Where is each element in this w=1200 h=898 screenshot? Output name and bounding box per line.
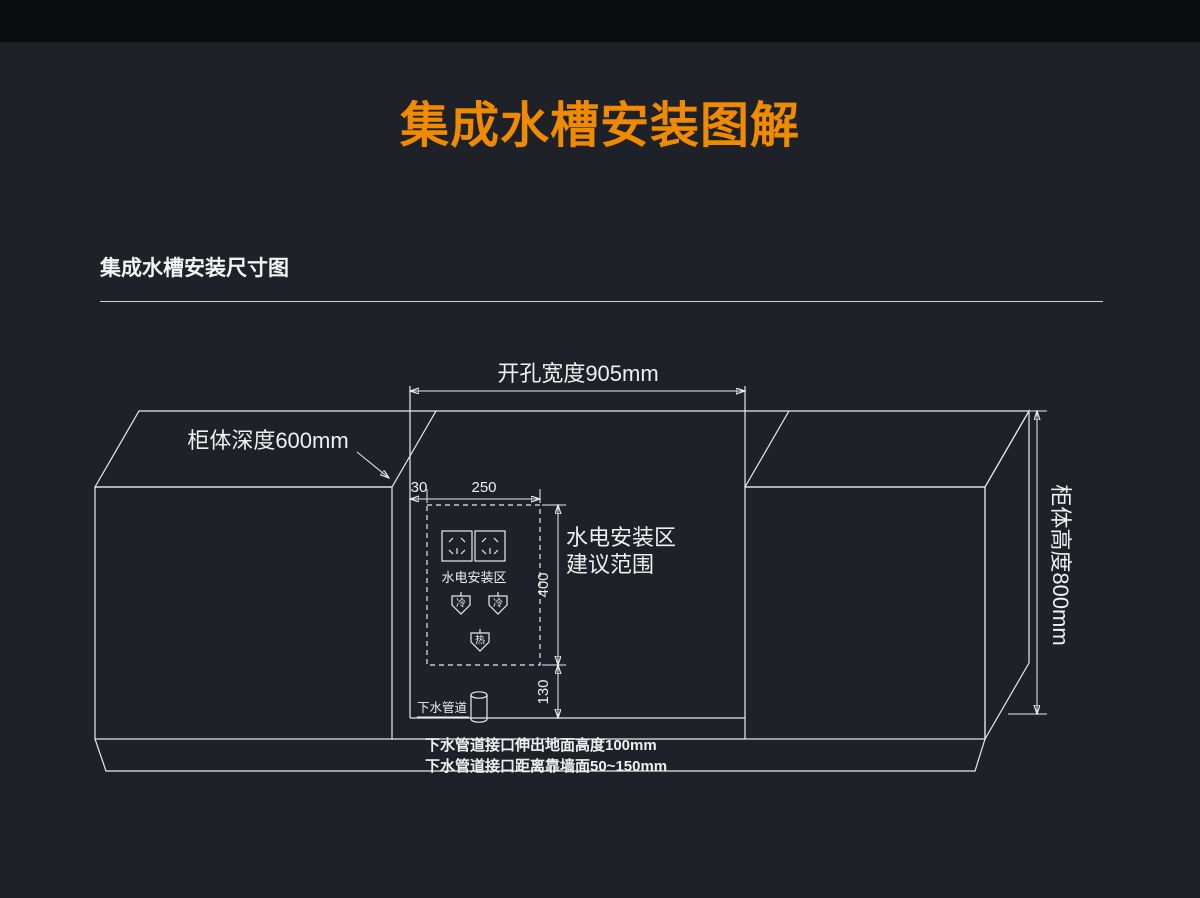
power-socket-left-icon — [441, 530, 473, 562]
right-cabinet-top-face — [743, 410, 1031, 488]
cold-valve-label: 冷 — [493, 597, 503, 610]
offset-250-label: 250 — [471, 479, 496, 496]
drain-pipe-label: 下水管道 — [417, 700, 468, 715]
zone-note-line2: 建议范围 — [566, 552, 654, 577]
zone-note-line1: 水电安装区 — [566, 525, 676, 550]
cold-valve-label: 冷 — [456, 597, 466, 610]
cold-valve-right-icon: 冷 — [488, 592, 508, 615]
top-dark-band — [0, 0, 1200, 42]
drain-pipe-top — [470, 691, 488, 699]
offset-30-label: 30 — [411, 479, 428, 496]
dimension-zone-height-400: 400 — [535, 505, 566, 665]
left-cabinet — [93, 410, 438, 740]
dimension-offsets: 30 250 — [410, 479, 540, 503]
power-socket-right-icon — [474, 530, 506, 562]
drain-pipe: 下水管道 — [417, 691, 488, 723]
zone-height-400-label: 400 — [535, 572, 552, 597]
section-heading: 集成水槽安装尺寸图 — [100, 257, 289, 280]
base-plinth-outline — [94, 738, 986, 772]
cabinet-height-label: 柜体高度800mm — [1048, 484, 1073, 645]
electrical-zone-dashed-box — [426, 504, 541, 666]
dimension-zone-bottom-130: 130 — [535, 665, 558, 718]
cold-valve-left-icon: 冷 — [451, 592, 471, 615]
cabinet-depth-label: 柜体深度600mm — [187, 428, 348, 453]
left-cabinet-front-face — [94, 486, 393, 740]
right-cabinet-front-face — [744, 486, 986, 740]
opening-width-label: 开孔宽度905mm — [497, 361, 658, 386]
right-cabinet — [743, 408, 1031, 742]
drain-note-line1: 下水管道接口伸出地面高度100mm — [425, 736, 657, 754]
socket-zone-label: 水电安装区 — [441, 570, 506, 585]
section-divider — [100, 301, 1103, 302]
right-cabinet-side-face — [984, 408, 1030, 742]
electrical-zone: 水电安装区 冷 冷 热 — [426, 504, 541, 666]
page-title: 集成水槽安装图解 — [399, 99, 800, 153]
hot-valve-icon: 热 — [470, 629, 490, 652]
drain-note-line2: 下水管道接口距离靠墙面50~150mm — [425, 757, 667, 775]
zone-bottom-130-label: 130 — [535, 679, 552, 704]
dimension-opening-width: 开孔宽度905mm — [410, 361, 745, 391]
dimension-cabinet-height: 柜体高度800mm — [1008, 411, 1073, 714]
sink-opening — [392, 386, 789, 740]
base-plinth — [94, 738, 986, 772]
dimension-cabinet-depth: 柜体深度600mm — [187, 428, 389, 478]
hot-valve-label: 热 — [475, 634, 485, 647]
